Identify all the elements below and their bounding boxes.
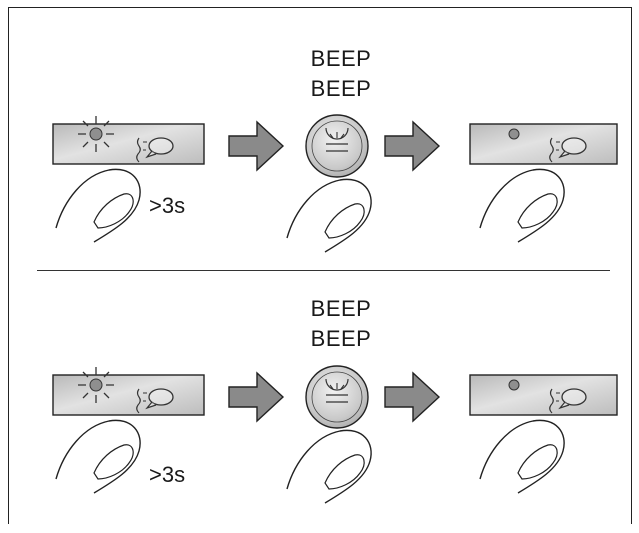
arrow-right-icon (384, 372, 440, 422)
diagram-frame (8, 7, 632, 524)
blinking-light-icon (77, 115, 115, 153)
step-3-panel (469, 123, 618, 243)
beep-label-1a: BEEP (310, 46, 372, 71)
blinking-light-icon (77, 366, 115, 404)
finger-press-icon (286, 178, 372, 253)
beep-label-1b: BEEP (310, 76, 372, 101)
arrow-right-icon (228, 372, 284, 422)
step-1-panel-2 (52, 366, 205, 494)
step-3-panel-2 (469, 374, 618, 494)
voice-button-icon (305, 365, 369, 429)
finger-press-icon (286, 429, 372, 504)
finger-press-icon (479, 419, 565, 494)
indicator-light-icon (508, 379, 520, 391)
finger-press-icon (55, 168, 141, 243)
duration-label-2: >3s (149, 462, 186, 487)
arrow-right-icon (228, 121, 284, 171)
finger-press-icon (55, 419, 141, 494)
beep-label-2b: BEEP (310, 326, 372, 351)
beep-label-2a: BEEP (310, 296, 372, 321)
step-2-button (286, 114, 372, 253)
row-divider (37, 270, 610, 271)
step-1-panel (52, 115, 205, 243)
indicator-light-icon (508, 128, 520, 140)
arrow-right-icon (384, 121, 440, 171)
duration-label-1: >3s (149, 193, 186, 218)
voice-button-icon (305, 114, 369, 178)
step-2-button-2 (286, 365, 372, 504)
finger-press-icon (479, 168, 565, 243)
